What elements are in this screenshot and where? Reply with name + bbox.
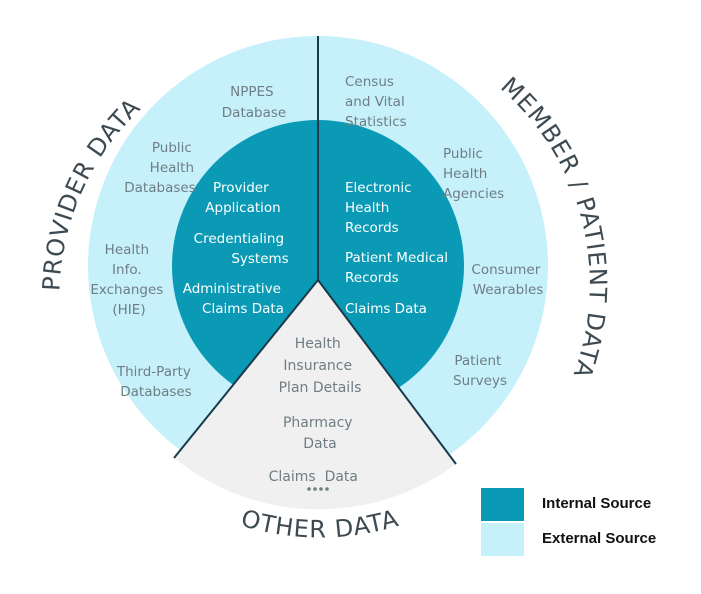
- other-data-title: OTHER DATA: [238, 504, 402, 543]
- provider-external-label: NPPES Database: [222, 84, 286, 121]
- other-data-label: Pharmacy Data: [283, 415, 357, 452]
- provider-external-label: Health Info. Exchanges (HIE): [90, 242, 167, 318]
- other-data-label: Claims Data: [0, 0, 371, 485]
- provider-internal-label: Provider Application: [205, 180, 280, 216]
- provider-internal-label: Credentialing Systems: [194, 231, 289, 267]
- external-swatch: [481, 523, 524, 556]
- member-external-label: Public Health Agencies: [443, 146, 504, 202]
- legend-internal: Internal Source: [481, 488, 696, 524]
- ellipsis-dots-icon: [307, 487, 329, 491]
- divider-right: [317, 279, 457, 465]
- member-internal-label: Electronic Health Records: [345, 180, 416, 236]
- legend-internal-label: Internal Source: [542, 495, 652, 512]
- member-external-label: Consumer Wearables: [471, 262, 544, 298]
- divider-left: [173, 279, 319, 459]
- member-internal-label: Patient Medical Records: [345, 250, 452, 286]
- provider-internal-label: Administrative Claims Data: [183, 281, 286, 317]
- legend-external-label: External Source: [542, 530, 657, 547]
- internal-swatch: [481, 488, 524, 521]
- legend-external: External Source: [481, 523, 696, 559]
- member-external-label: Patient Surveys: [453, 353, 507, 389]
- member-internal-label: Claims Data: [345, 301, 427, 317]
- other-data-label: Health Insurance Plan Details: [279, 336, 362, 396]
- provider-external-label: Public Health Databases: [124, 140, 198, 196]
- member-external-label: Census and Vital Statistics: [345, 74, 409, 130]
- other-data-wedge: [174, 280, 456, 510]
- provider-external-label: Third-Party Databases: [116, 364, 195, 400]
